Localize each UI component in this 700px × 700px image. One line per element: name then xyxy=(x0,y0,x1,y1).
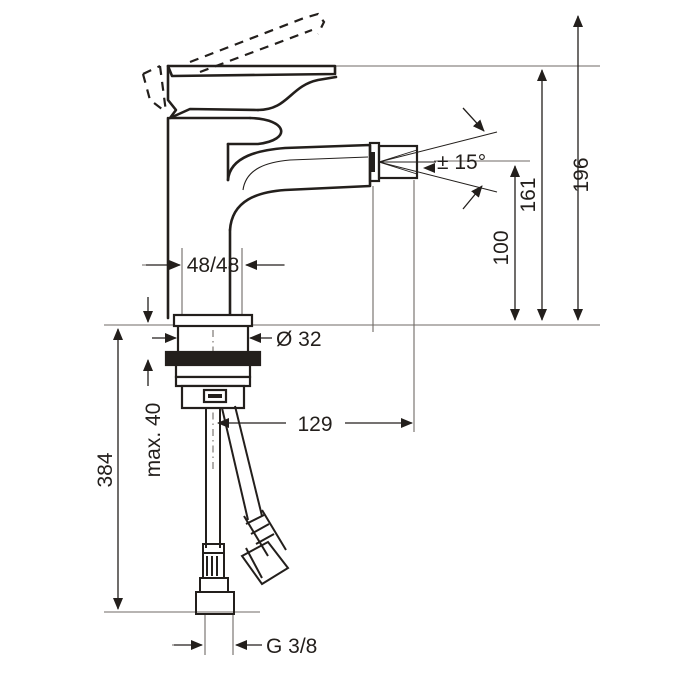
hose-left-tube xyxy=(205,408,221,548)
hose-right-nut-edge xyxy=(245,547,263,579)
lock-nut-upper xyxy=(174,363,252,379)
escutcheon-plate xyxy=(172,313,254,328)
ghost-lever-top xyxy=(189,12,326,64)
hose-right-tube-a xyxy=(221,407,249,521)
dimline-angle-upper xyxy=(462,107,485,132)
angle-ray-lower xyxy=(378,161,498,193)
spout-inner-detail xyxy=(242,156,369,191)
dim-label-161: 161 xyxy=(517,177,540,212)
dim-label-129: 129 xyxy=(297,413,332,436)
handle-lever-top xyxy=(166,64,337,78)
handle-lever-body xyxy=(166,64,252,120)
spout-arm xyxy=(226,143,372,232)
supply-hoses xyxy=(195,405,290,615)
dim-label-196: 196 xyxy=(570,157,593,192)
dim-label-g38: G 3/8 xyxy=(266,635,317,658)
handle-lever-underside xyxy=(168,107,260,120)
ghost-lever-hinge-top xyxy=(142,65,161,75)
faucet-outline xyxy=(166,64,372,320)
spout-neck-curve xyxy=(226,116,283,146)
hose-left-nut xyxy=(195,591,235,615)
handle-raised-ghost xyxy=(141,12,326,113)
dim-label-angle: ± 15° xyxy=(437,151,486,174)
ghost-lever-hinge xyxy=(141,73,167,113)
angle-ray-upper xyxy=(378,131,498,163)
ghost-lever-hinge-right xyxy=(158,65,168,113)
lock-nut-mid xyxy=(174,375,252,388)
mounting-shank xyxy=(176,326,250,352)
dim-label-max40: max. 40 xyxy=(142,403,165,478)
dim-label-384: 384 xyxy=(94,452,117,487)
dim-label-100: 100 xyxy=(490,230,513,265)
dim-label-4848: 48/48 xyxy=(187,254,240,277)
dimension-lines xyxy=(113,15,700,650)
dim-label-d32: Ø 32 xyxy=(276,328,322,351)
dimline-angle-lower xyxy=(462,185,483,210)
hose-left-collar xyxy=(199,577,229,593)
base-assembly xyxy=(164,313,262,410)
ghost-lever-mid xyxy=(199,28,313,74)
hose-right-ferrule-edge-r xyxy=(261,509,287,551)
hose-right-nut xyxy=(240,540,290,586)
hose-right-tube-b xyxy=(234,405,263,517)
spout-inner-line xyxy=(242,156,369,191)
spout-upper-inner xyxy=(256,75,338,112)
mounting-washer xyxy=(164,350,262,367)
